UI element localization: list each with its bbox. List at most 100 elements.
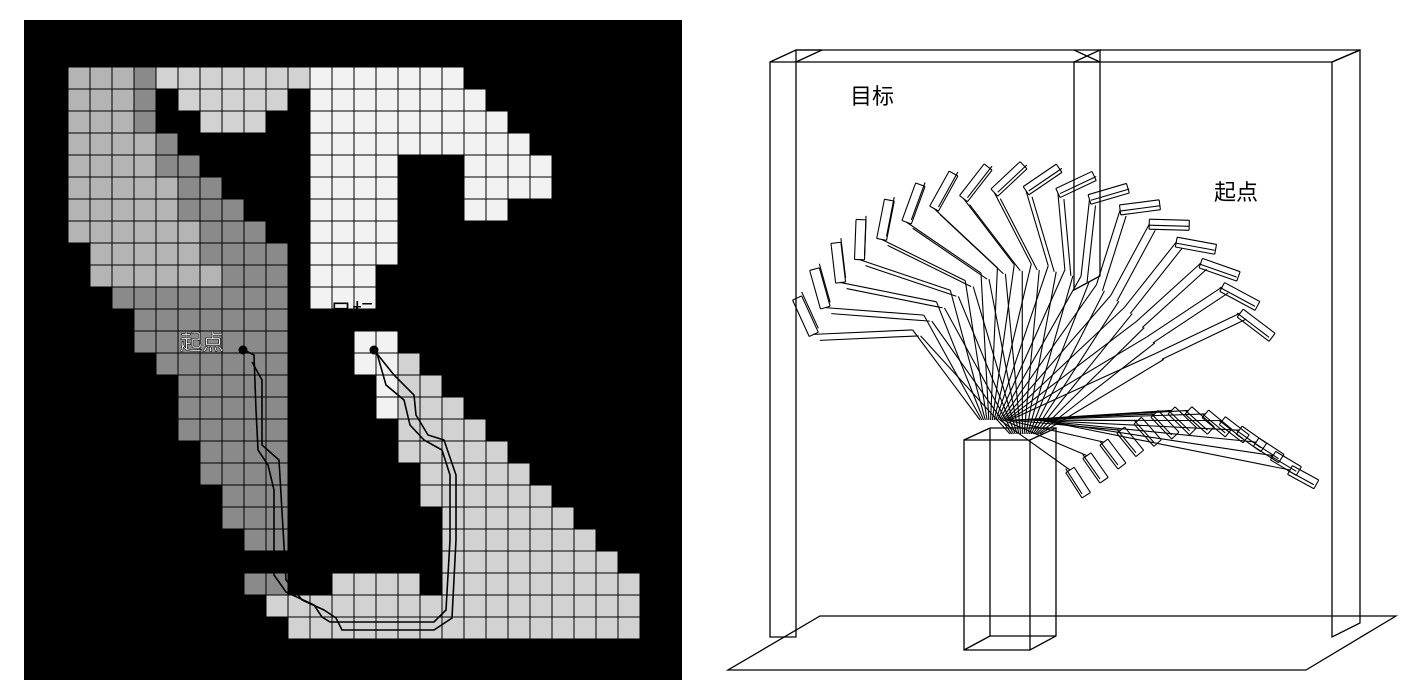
grid-cell	[89, 198, 113, 222]
arm-link-edge	[1022, 163, 1057, 188]
arm-link-edge	[1184, 413, 1208, 435]
top-beam	[795, 49, 1101, 63]
arm-link-edge	[1219, 282, 1226, 292]
arm-link-edge	[1030, 290, 1105, 435]
grid-cell	[287, 616, 311, 640]
arm-link-edge	[1036, 419, 1274, 457]
grid-cell	[133, 110, 157, 134]
grid-cell	[177, 88, 201, 112]
grid-cell	[177, 352, 201, 376]
arm-link-edge	[1141, 416, 1162, 441]
grid-cell	[243, 572, 267, 596]
grid-cell	[331, 264, 355, 288]
grid-cell	[463, 572, 487, 596]
arm-link-edge	[1224, 428, 1233, 438]
start-label: 起点	[180, 331, 224, 356]
arm-link-edge	[1099, 476, 1109, 484]
grid-cell	[529, 550, 553, 574]
grid-cell	[155, 330, 179, 354]
grid-cell	[89, 66, 113, 90]
grid-cell	[419, 88, 443, 112]
grid-cell	[265, 242, 289, 266]
grid-cell	[221, 286, 245, 310]
manipulator-3d-view: 目标 起点	[725, 48, 1399, 671]
arm-link-edge	[957, 296, 1016, 435]
arm-link-edge	[1027, 275, 1074, 435]
arm-link-edge	[1025, 271, 1057, 435]
grid-cell	[529, 154, 553, 178]
arm-link-edge	[1141, 268, 1208, 328]
start-point	[238, 345, 248, 355]
grid-cell	[507, 616, 531, 640]
grid-cell	[155, 264, 179, 288]
arm-link-edge	[939, 214, 1004, 275]
arm-link-edge	[964, 280, 988, 421]
arm-link-edge	[1150, 412, 1173, 436]
grid-cell	[375, 616, 399, 640]
grid-cell	[177, 308, 201, 332]
grid-cell	[133, 154, 157, 178]
grid-cell	[243, 286, 267, 310]
grid-cell	[485, 154, 509, 178]
grid-cell	[111, 154, 135, 178]
grid-cell	[463, 88, 487, 112]
arm-link-edge	[1107, 438, 1127, 464]
grid-cell	[353, 132, 377, 156]
arm-link-edge	[1201, 409, 1209, 419]
arm-link-edge	[1090, 192, 1130, 205]
grid-cells	[67, 66, 641, 640]
grid-cell	[419, 396, 443, 420]
arm-link-edge	[1033, 419, 1257, 443]
grid-cell	[309, 286, 333, 310]
grid-cell	[265, 594, 289, 618]
grid-cell	[111, 198, 135, 222]
grid-cell	[397, 440, 421, 464]
arm-link-edge	[1219, 290, 1256, 311]
grid-cell	[419, 462, 443, 486]
grid-cell	[133, 330, 157, 354]
arm-link-edge	[1287, 473, 1315, 490]
grid-cell	[331, 132, 355, 156]
grid-cell	[551, 572, 575, 596]
grid-cell	[353, 110, 377, 134]
grid-cell	[199, 198, 223, 222]
grid-cell	[463, 154, 487, 178]
arm-link-edge	[923, 314, 983, 421]
grid-cell	[463, 594, 487, 618]
arm-link-edge	[830, 243, 837, 284]
pedestal	[963, 426, 1057, 651]
grid-cell	[111, 66, 135, 90]
planned-path-goal	[251, 349, 457, 631]
grid-cell	[243, 88, 267, 112]
grid-cell	[265, 352, 289, 376]
arm-link-edge	[1268, 333, 1276, 342]
grid-cell	[529, 484, 553, 508]
arm-link-edge	[1002, 294, 1112, 421]
arm-link-edge	[825, 307, 924, 316]
grid-cell	[463, 462, 487, 486]
arm-link-edge	[1080, 199, 1091, 277]
grid-cell	[177, 176, 201, 200]
arm-link-edge	[1006, 419, 1104, 443]
grid-cell	[331, 220, 355, 244]
arm-link-edge	[935, 301, 985, 421]
grid-cell	[375, 132, 399, 156]
grid-cell	[89, 88, 113, 112]
arm-link-edge	[1116, 433, 1137, 457]
arm-link-edge	[853, 219, 857, 260]
grid-cell	[507, 506, 531, 530]
grid-cell	[485, 132, 509, 156]
grid-cell	[419, 594, 443, 618]
grid-cell	[199, 374, 223, 398]
arm-link-edge	[959, 195, 968, 203]
arm-link-edge	[885, 201, 895, 241]
grid-cell	[397, 594, 421, 618]
grid-cell	[177, 198, 201, 222]
grid-cell	[133, 308, 157, 332]
grid-cell	[221, 462, 245, 486]
grid-cell	[331, 198, 355, 222]
goal-label-3d: 目标	[850, 85, 894, 110]
arm-link-edge	[990, 161, 1021, 190]
arm-link-edge	[1099, 438, 1109, 446]
arm-link-edge	[991, 264, 1015, 421]
